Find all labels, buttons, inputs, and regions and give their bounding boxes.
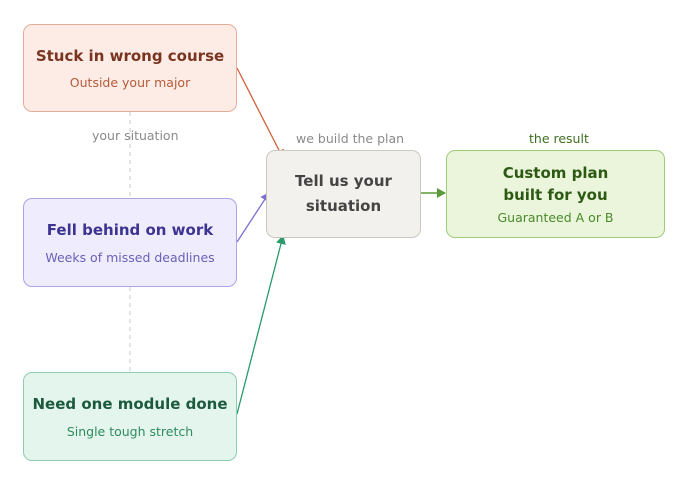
situation-subtitle: Outside your major [69,75,191,91]
situation-box-one-module: Need one module done Single tough stretc… [23,372,237,461]
plan-box: Tell us your situation [266,150,421,238]
situation-box-wrong-course: Stuck in wrong course Outside your major [23,24,237,112]
result-box: Custom plan built for you Guaranteed A o… [446,150,665,238]
arrow-stuck-to-plan [236,67,284,159]
situation-title: Fell behind on work [46,221,214,240]
arrow-module-to-plan [236,235,286,415]
situation-title: Stuck in wrong course [35,46,225,65]
caption-the-result: the result [529,131,589,146]
arrow-behind-to-plan [236,192,270,243]
result-subtitle: Guaranteed A or B [497,210,614,226]
situation-title: Need one module done [32,395,228,414]
situation-subtitle: Weeks of missed deadlines [45,249,215,265]
plan-title: Tell us your situation [295,171,392,216]
result-title: Custom plan built for you [502,163,609,204]
caption-we-build-the-plan: we build the plan [296,131,405,146]
caption-your-situation: your situation [92,128,179,143]
situation-box-fell-behind: Fell behind on work Weeks of missed dead… [23,198,237,287]
situation-subtitle: Single tough stretch [66,423,194,439]
